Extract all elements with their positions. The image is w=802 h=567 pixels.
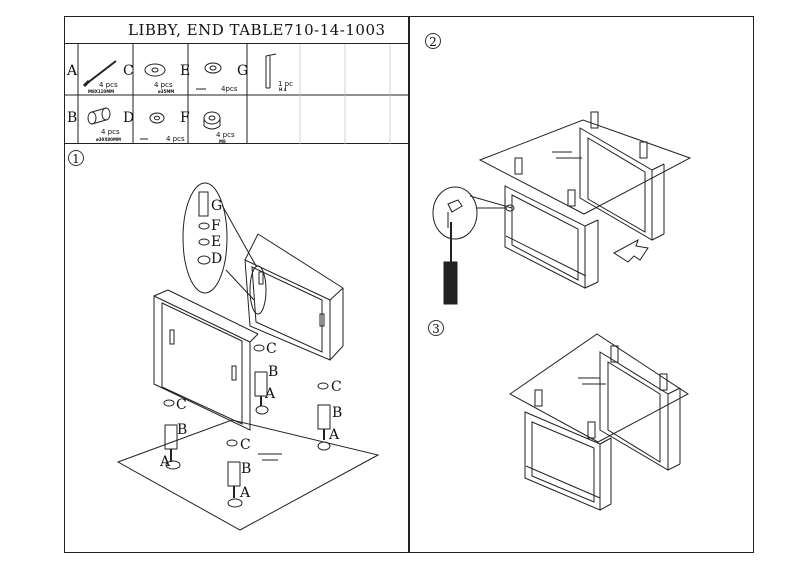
part-letter-e: E xyxy=(180,63,191,79)
callout-c-2: C xyxy=(331,379,342,395)
callout-c-4: C xyxy=(240,437,251,453)
callout-b-3: B xyxy=(177,422,188,438)
part-qty-f: 4 pcs xyxy=(216,131,235,139)
parts-table xyxy=(64,44,409,144)
part-letter-g: G xyxy=(237,63,249,79)
callout-a-2: A xyxy=(329,427,340,443)
spring-washer-icon xyxy=(196,63,221,89)
callout-b-2: B xyxy=(332,405,343,421)
callout-g: G xyxy=(211,198,223,214)
part-letter-b: B xyxy=(67,110,78,126)
step-3-number: 3 xyxy=(428,320,444,336)
part-qty-c: 4 pcs xyxy=(154,81,173,89)
sheet-vertical-divider xyxy=(408,16,410,553)
washer-large-icon xyxy=(145,64,165,76)
callout-d: D xyxy=(211,251,223,267)
title-bar: LIBBY, END TABLE 710-14-1003 xyxy=(64,16,409,44)
step-2-number: 2 xyxy=(425,33,441,49)
part-letter-a: A xyxy=(67,63,78,79)
dowel-icon xyxy=(88,108,110,124)
part-size-b: ø30X80MM xyxy=(96,137,121,142)
product-code: 710-14-1003 xyxy=(284,21,386,39)
part-size-c: ø35MM xyxy=(158,89,175,94)
left-frame-panel xyxy=(154,296,250,430)
part-qty-b: 4 pcs xyxy=(101,128,120,136)
screwdriver-icon xyxy=(444,222,457,304)
callout-b-4: B xyxy=(241,461,252,477)
callout-c-1: C xyxy=(266,341,277,357)
part-size-f: M8 xyxy=(219,139,226,144)
step-1-number: 1 xyxy=(68,150,84,166)
glass-top-panel xyxy=(118,420,378,530)
part-size-a: M8X110MM xyxy=(88,89,115,94)
callout-a-1: A xyxy=(265,386,276,402)
leg-post-2 xyxy=(228,462,242,507)
leg-post-1 xyxy=(165,425,180,469)
bolt-icon xyxy=(84,61,116,86)
part-qty-a: 4 pcs xyxy=(99,81,118,89)
glass-top-step-2 xyxy=(480,120,690,214)
part-size-g: H 4 xyxy=(279,87,287,92)
part-qty-d: 4 pcs xyxy=(166,135,185,143)
callout-e: E xyxy=(211,234,222,250)
callout-c-3: C xyxy=(176,397,187,413)
leg-post-3 xyxy=(255,372,268,414)
part-letter-c: C xyxy=(123,63,134,79)
part-qty-g: 1 pc xyxy=(278,80,293,88)
callout-a-3: A xyxy=(160,454,171,470)
allen-key-icon xyxy=(266,54,276,88)
leg-post-4 xyxy=(318,405,330,450)
product-name: LIBBY, END TABLE xyxy=(128,21,284,39)
washer-small-icon xyxy=(140,113,164,139)
detail-magnifier xyxy=(183,183,227,293)
detail-magnifier-step-2 xyxy=(433,187,477,239)
callout-b-1: B xyxy=(268,364,279,380)
glass-top-step-3 xyxy=(510,334,688,442)
callout-f: F xyxy=(211,218,221,234)
part-qty-e: 4pcs xyxy=(221,85,238,93)
nut-icon xyxy=(204,112,220,129)
callout-a-4: A xyxy=(240,485,251,501)
part-letter-f: F xyxy=(180,110,190,126)
part-letter-d: D xyxy=(123,110,135,126)
